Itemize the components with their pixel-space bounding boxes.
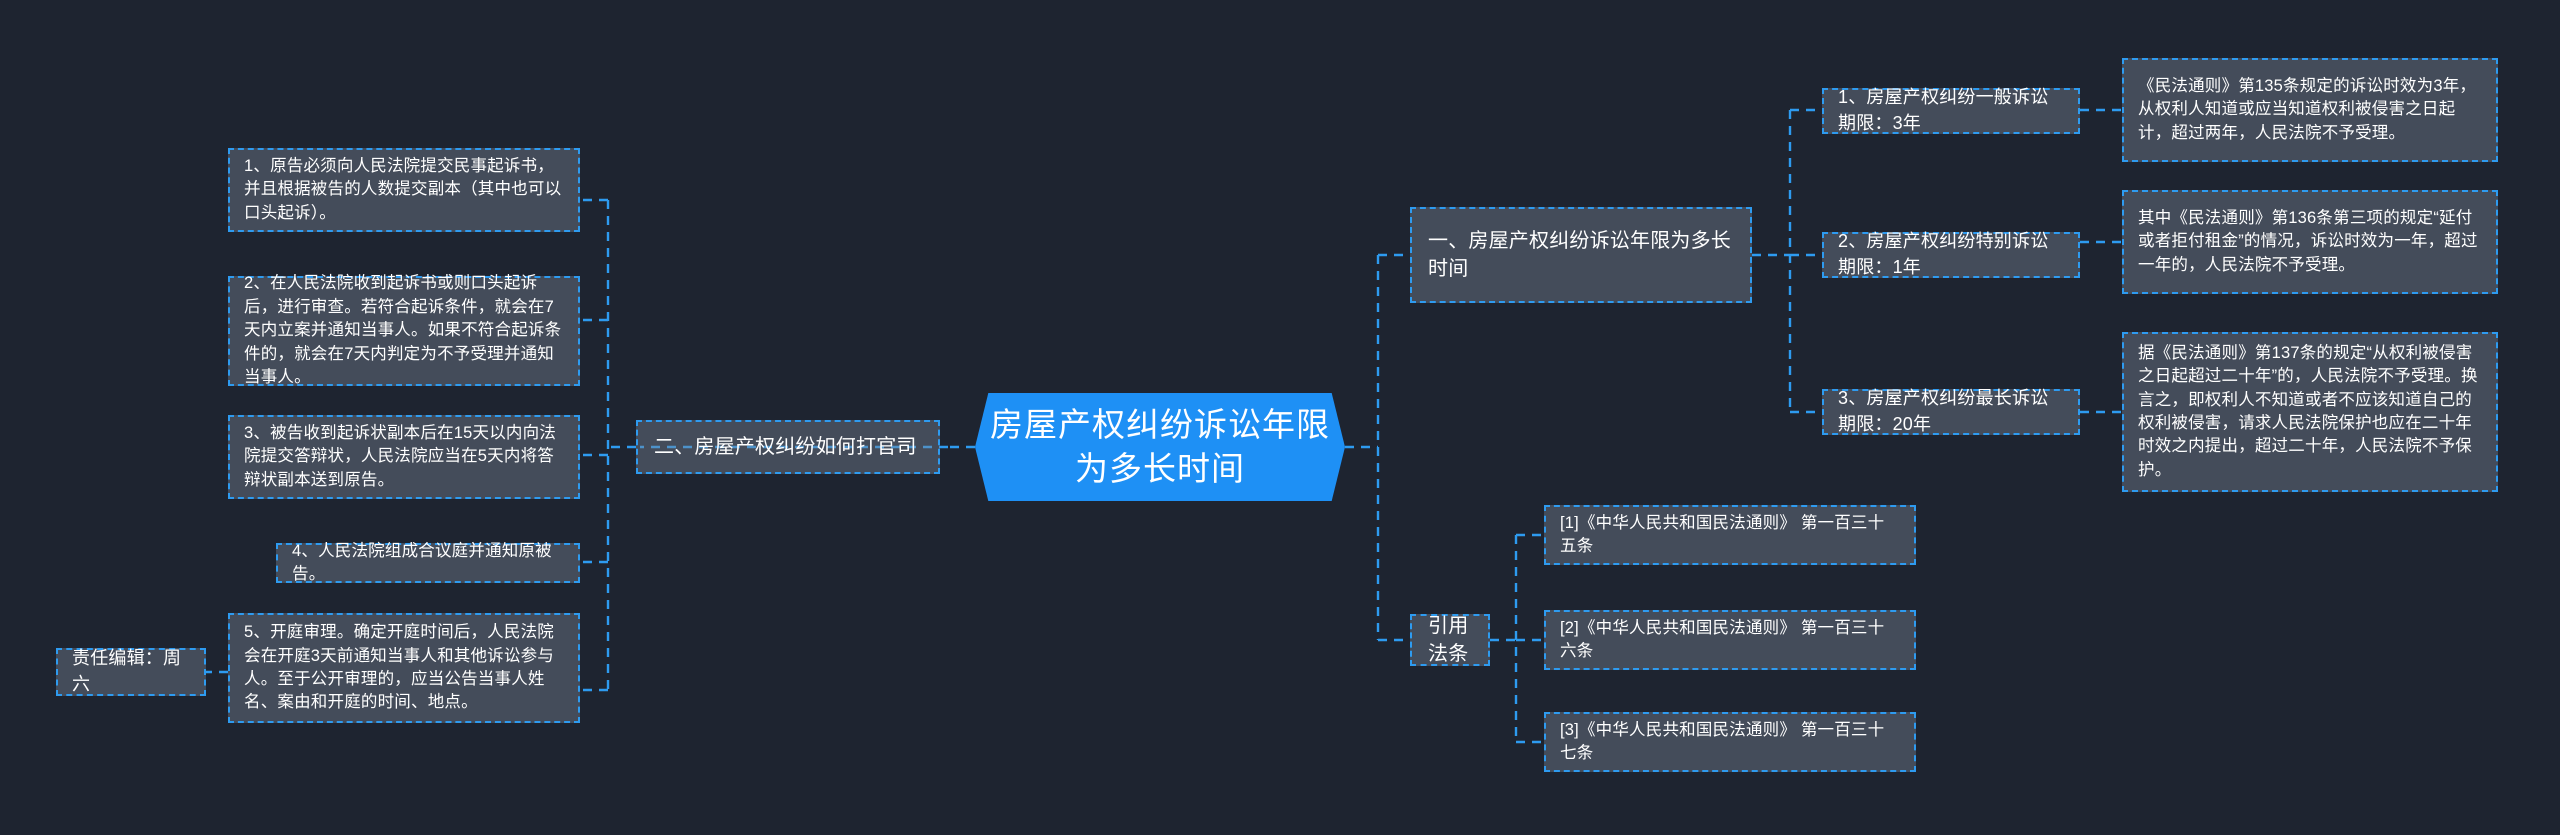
- lawsuit-step-5-label: 5、开庭审理。确定开庭时间后，人民法院会在开庭3天前通知当事人和其他诉讼参与人。…: [244, 623, 554, 712]
- detail-general-limitation-text: 《民法通则》第135条规定的诉讼时效为3年，从权利人知道或应当知道权利被侵害之日…: [2138, 76, 2477, 142]
- branch-left-lawsuit[interactable]: 二、房屋产权纠纷如何打官司: [636, 420, 940, 474]
- cited-law-1[interactable]: [1]《中华人民共和国民法通则》 第一百三十五条: [1544, 505, 1916, 565]
- cited-law-1-label: [1]《中华人民共和国民法通则》 第一百三十五条: [1560, 513, 1885, 555]
- branch-right-top[interactable]: 一、房屋产权纠纷诉讼年限为多长时间: [1410, 207, 1752, 303]
- detail-max-limitation[interactable]: 据《民法通则》第137条的规定“从权利被侵害之日起超过二十年”的，人民法院不予受…: [2122, 332, 2498, 492]
- editor-credit-node[interactable]: 责任编辑：周六: [56, 648, 206, 696]
- sub-node-general-limitation[interactable]: 1、房屋产权纠纷一般诉讼期限：3年: [1822, 87, 2080, 134]
- sub-node-max-limitation-label: 3、房屋产权纠纷最长诉讼期限：20年: [1838, 388, 2049, 434]
- sub-node-special-limitation-label: 2、房屋产权纠纷特别诉讼期限：1年: [1838, 231, 2049, 277]
- lawsuit-step-1[interactable]: 1、原告必须向人民法院提交民事起诉书，并且根据被告的人数提交副本（其中也可以口头…: [228, 148, 580, 232]
- lawsuit-step-2-label: 2、在人民法院收到起诉书或则口头起诉后，进行审查。若符合起诉条件，就会在7天内立…: [244, 274, 562, 387]
- lawsuit-step-2[interactable]: 2、在人民法院收到起诉书或则口头起诉后，进行审查。若符合起诉条件，就会在7天内立…: [228, 274, 580, 386]
- detail-max-limitation-text: 据《民法通则》第137条的规定“从权利被侵害之日起超过二十年”的，人民法院不予受…: [2138, 343, 2478, 479]
- lawsuit-step-1-label: 1、原告必须向人民法院提交民事起诉书，并且根据被告的人数提交副本（其中也可以口头…: [244, 156, 562, 222]
- branch-left-lawsuit-label: 二、房屋产权纠纷如何打官司: [654, 435, 917, 458]
- branch-right-top-label: 一、房屋产权纠纷诉讼年限为多长时间: [1428, 229, 1731, 280]
- lawsuit-step-4-label: 4、人民法院组成合议庭并通知原被告。: [292, 541, 552, 583]
- editor-credit-label: 责任编辑：周六: [72, 648, 182, 694]
- lawsuit-step-4[interactable]: 4、人民法院组成合议庭并通知原被告。: [276, 542, 580, 583]
- lawsuit-step-3-label: 3、被告收到起诉状副本后在15天以内向法院提交答辩状，人民法院应当在5天内将答辩…: [244, 423, 557, 489]
- detail-special-limitation-text: 其中《民法通则》第136条第三项的规定“延付或者拒付租金”的情况，诉讼时效为一年…: [2138, 208, 2478, 274]
- sub-node-max-limitation[interactable]: 3、房屋产权纠纷最长诉讼期限：20年: [1822, 388, 2080, 435]
- detail-special-limitation[interactable]: 其中《民法通则》第136条第三项的规定“延付或者拒付租金”的情况，诉讼时效为一年…: [2122, 190, 2498, 294]
- cited-law-3-label: [3]《中华人民共和国民法通则》 第一百三十七条: [1560, 720, 1885, 762]
- root-node-label: 房屋产权纠纷诉讼年限为多长时间: [990, 405, 1330, 487]
- cited-law-3[interactable]: [3]《中华人民共和国民法通则》 第一百三十七条: [1544, 712, 1916, 772]
- branch-cited-laws-label: 引用法条: [1428, 614, 1469, 665]
- sub-node-general-limitation-label: 1、房屋产权纠纷一般诉讼期限：3年: [1838, 87, 2049, 133]
- sub-node-special-limitation[interactable]: 2、房屋产权纠纷特别诉讼期限：1年: [1822, 231, 2080, 278]
- root-node[interactable]: 房屋产权纠纷诉讼年限为多长时间: [975, 393, 1345, 501]
- cited-law-2[interactable]: [2]《中华人民共和国民法通则》 第一百三十六条: [1544, 610, 1916, 670]
- detail-general-limitation[interactable]: 《民法通则》第135条规定的诉讼时效为3年，从权利人知道或应当知道权利被侵害之日…: [2122, 58, 2498, 162]
- lawsuit-step-5[interactable]: 5、开庭审理。确定开庭时间后，人民法院会在开庭3天前通知当事人和其他诉讼参与人。…: [228, 613, 580, 723]
- cited-law-2-label: [2]《中华人民共和国民法通则》 第一百三十六条: [1560, 618, 1885, 660]
- lawsuit-step-3[interactable]: 3、被告收到起诉状副本后在15天以内向法院提交答辩状，人民法院应当在5天内将答辩…: [228, 415, 580, 499]
- branch-cited-laws[interactable]: 引用法条: [1410, 614, 1490, 666]
